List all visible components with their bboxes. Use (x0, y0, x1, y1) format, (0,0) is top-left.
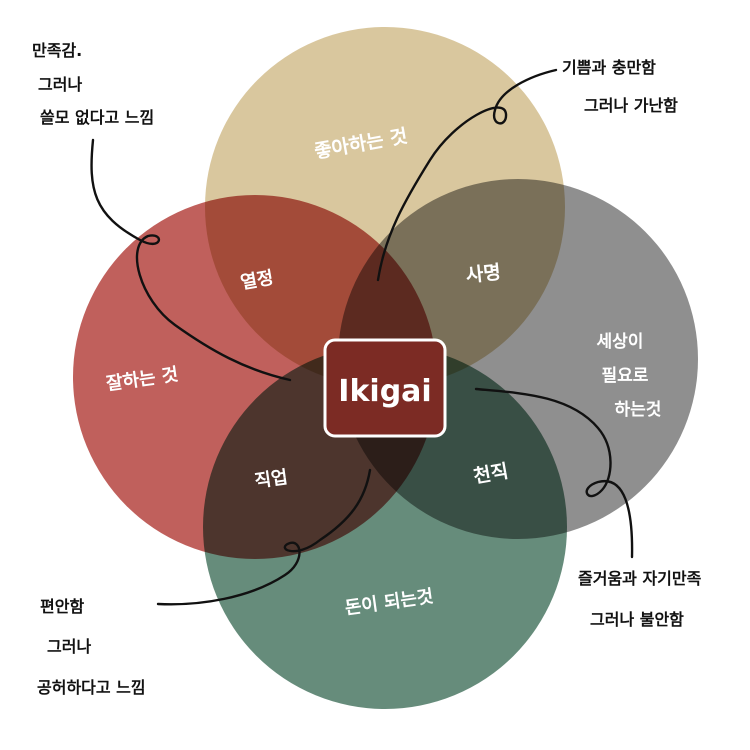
annotation-top-right-line-1: 기쁨과 충만함 (562, 58, 656, 77)
annotation-bottom-left-line-3: 공허하다고 느낌 (37, 678, 146, 697)
label-mission: 사명 (465, 261, 502, 287)
annotation-top-left-line-2: 그러나 (38, 75, 82, 94)
ikigai-badge-box (323, 338, 447, 438)
leader-lines (90, 68, 634, 606)
annotation-top-left-line-1: 만족감. (32, 41, 82, 60)
annotation-bottom-right-line-1: 즐거움과 자기만족 (578, 569, 702, 588)
label-world-needs-line-2: 필요로 (602, 366, 649, 386)
label-profession: 직업 (253, 467, 289, 492)
label-world-needs-line-3: 하는것 (615, 400, 662, 420)
annotation-bottom-left-line-1: 편안함 (40, 597, 84, 616)
annotation-top-right: 기쁨과 충만함 그러나 가난함 (562, 58, 678, 115)
annotation-top-left-line-3: 쓸모 없다고 느낌 (40, 108, 154, 127)
leader-line-bottom-right (474, 387, 634, 559)
label-world-needs: 세상이 필요로 하는것 (597, 332, 662, 420)
leader-line-bottom-left (156, 468, 372, 606)
leader-line-top-left (90, 138, 292, 382)
leader-line-top-right (376, 68, 558, 282)
ikigai-badge: Ikigai (323, 338, 447, 438)
annotation-bottom-right: 즐거움과 자기만족 그러나 불안함 (578, 569, 702, 629)
annotation-bottom-left-line-2: 그러나 (47, 637, 91, 656)
annotation-top-left: 만족감. 그러나 쓸모 없다고 느낌 (32, 41, 154, 127)
annotation-top-right-line-2: 그러나 가난함 (584, 96, 678, 115)
circle-paid-for (203, 345, 567, 709)
ikigai-badge-text: Ikigai (338, 374, 431, 409)
annotation-bottom-left: 편안함 그러나 공허하다고 느낌 (37, 597, 146, 697)
annotation-bottom-right-line-2: 그러나 불안함 (590, 610, 684, 629)
label-world-needs-line-1: 세상이 (597, 332, 644, 352)
venn-circles (73, 27, 698, 709)
